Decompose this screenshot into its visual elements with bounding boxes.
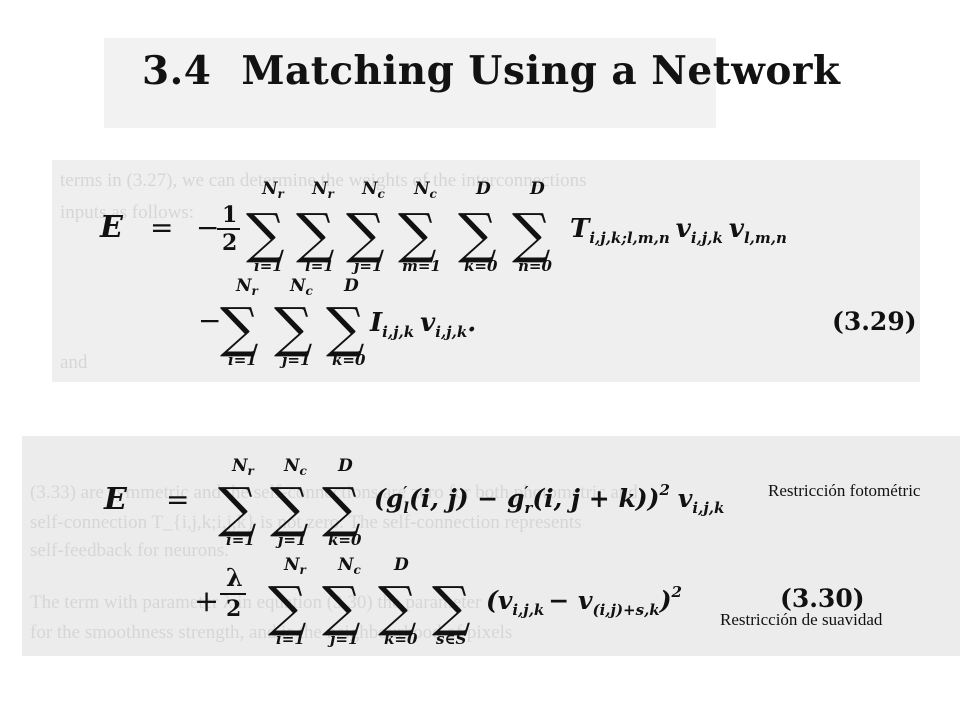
eq1-sum-k: D ∑ k=0 [458,179,498,275]
summation-symbol: ∑ [458,202,497,265]
summation-symbol: ∑ [274,296,313,359]
section-title-text: Matching Using a Network [241,48,841,94]
eq1-line2-sum-k: D ∑ k=0 [326,276,366,369]
photometric-constraint-label: Restricción fotométric [768,481,921,500]
eq2-line2-sum-s: ∑ s∈S [432,575,471,648]
sum-lower-limit: n=0 [518,257,552,275]
sum-upper-limit: D [337,456,353,476]
ghost-text-line: inputs as follows: [60,202,195,223]
eq2-fraction-denominator: 2 [226,596,241,622]
equation-3-29-scan-region [52,160,920,382]
sum-upper-limit: Nc [361,179,386,201]
eq1-sum-l: Nr ∑ l=1 [296,179,336,275]
eq1-fraction-denominator: 2 [222,230,237,256]
section-number: 3.4 [142,48,212,94]
summation-symbol: ∑ [218,476,257,539]
summation-symbol: ∑ [326,296,365,359]
eq2-line2-sum-k: D ∑ k=0 [378,555,418,648]
eq1-line2-sum-i: Nr ∑ i=1 [220,276,260,369]
title-scan-region [104,38,716,128]
sum-lower-limit: i=1 [254,257,283,275]
eq2-sum-i: Nr ∑ i=1 [218,456,257,549]
eq1-line2-sign: − [198,304,221,337]
eq1-line1-sign: − [196,211,219,244]
eq2-line2-sum-i: Nr ∑ i=1 [268,555,308,648]
ghost-text-line: self-feedback for neurons. [30,540,229,561]
summation-symbol: ∑ [322,575,361,638]
eq1-sum-n: D ∑ n=0 [512,179,552,275]
eq2-fraction-numerator: λ [226,563,243,592]
eq1-sum-j: Nc ∑ j=1 [346,179,386,275]
sum-lower-limit: k=0 [332,351,366,369]
eq1-sum-m: Nc ∑ m=1 [398,179,441,275]
summation-symbol: ∑ [296,202,335,265]
sum-lower-limit: i=1 [276,630,305,648]
sum-upper-limit: Nr [283,555,308,577]
eq2-sum-j: Nc ∑ j=1 [270,456,309,549]
summation-symbol: ∑ [378,575,417,638]
summation-symbol: ∑ [246,202,285,265]
eq1-sum-i: Nr ∑ i=1 [246,179,286,275]
sum-lower-limit: k=0 [328,531,362,549]
ghost-text-line: terms in (3.27), we can determine the we… [60,170,587,191]
sum-lower-limit: k=0 [384,630,418,648]
eq1-equals: = [150,211,173,244]
eq2-line2-sign: + [194,584,219,619]
eq2-equals: = [166,483,189,516]
eq2-lhs: E [103,482,128,517]
sum-lower-limit: j=1 [327,630,358,648]
eq1-fraction-numerator: 1 [222,202,237,228]
ghost-text-line: (3.33) are symmetric and the self-connec… [30,482,638,503]
eq1-line2-sum-j: Nc ∑ j=1 [274,276,314,369]
sum-lower-limit: k=0 [464,257,498,275]
ghost-text-line: The term with parameter λ in equation (3… [30,592,482,613]
sum-upper-limit: Nr [261,179,286,201]
sum-upper-limit: Nc [283,456,308,478]
eq2-sum-k: D ∑ k=0 [322,456,362,549]
ghost-text-line: for the smoothness strength, and is the … [30,622,513,643]
equation-3-30: E = Nr ∑ i=1 Nc ∑ j=1 D ∑ k=0 (g′l(i, j)… [103,456,865,648]
section-heading: 3.4 Matching Using a Network [142,48,840,94]
ghost-text-line: and [60,352,88,373]
eq2-line2-sum-j: Nc ∑ j=1 [322,555,362,648]
sum-lower-limit: i=1 [228,351,257,369]
ghost-text-line: self-connection T_{i,j,k;i,j,k} is not z… [30,512,582,533]
equation-3-29: E = − 1 2 Nr ∑ i=1 Nr ∑ l=1 Nc ∑ j=1 Nc … [99,179,917,369]
sum-lower-limit: s∈S [436,630,467,648]
summation-symbol: ∑ [432,575,471,638]
sum-lower-limit: j=1 [279,351,310,369]
sum-upper-limit: D [343,276,359,296]
eq2-line2-term: (vi,j,k− v(i,j)+s,k)2 [486,583,682,619]
summation-symbol: ∑ [270,476,309,539]
summation-symbol: ∑ [220,296,259,359]
sum-upper-limit: Nr [231,456,256,478]
sum-upper-limit: D [475,179,491,199]
sum-upper-limit: D [393,555,409,575]
sum-upper-limit: Nr [235,276,260,298]
equation-3-30-scan-region [22,436,960,656]
sum-upper-limit: D [529,179,545,199]
sum-upper-limit: Nr [311,179,336,201]
sum-upper-limit: Nc [289,276,314,298]
eq1-lhs: E [99,210,124,245]
smoothness-constraint-label: Restricción de suavidad [720,610,883,629]
summation-symbol: ∑ [512,202,551,265]
sum-lower-limit: i=1 [226,531,255,549]
sum-upper-limit: Nc [413,179,438,201]
sum-lower-limit: l=1 [305,257,334,275]
sum-upper-limit: Nc [337,555,362,577]
sum-lower-limit: j=1 [351,257,382,275]
sum-lower-limit: j=1 [275,531,306,549]
summation-symbol: ∑ [322,476,361,539]
eq2-number: (3.30) [780,584,865,613]
summation-symbol: ∑ [398,202,437,265]
eq1-number: (3.29) [832,307,917,336]
sum-lower-limit: m=1 [402,257,441,275]
summation-symbol: ∑ [268,575,307,638]
summation-symbol: ∑ [346,202,385,265]
